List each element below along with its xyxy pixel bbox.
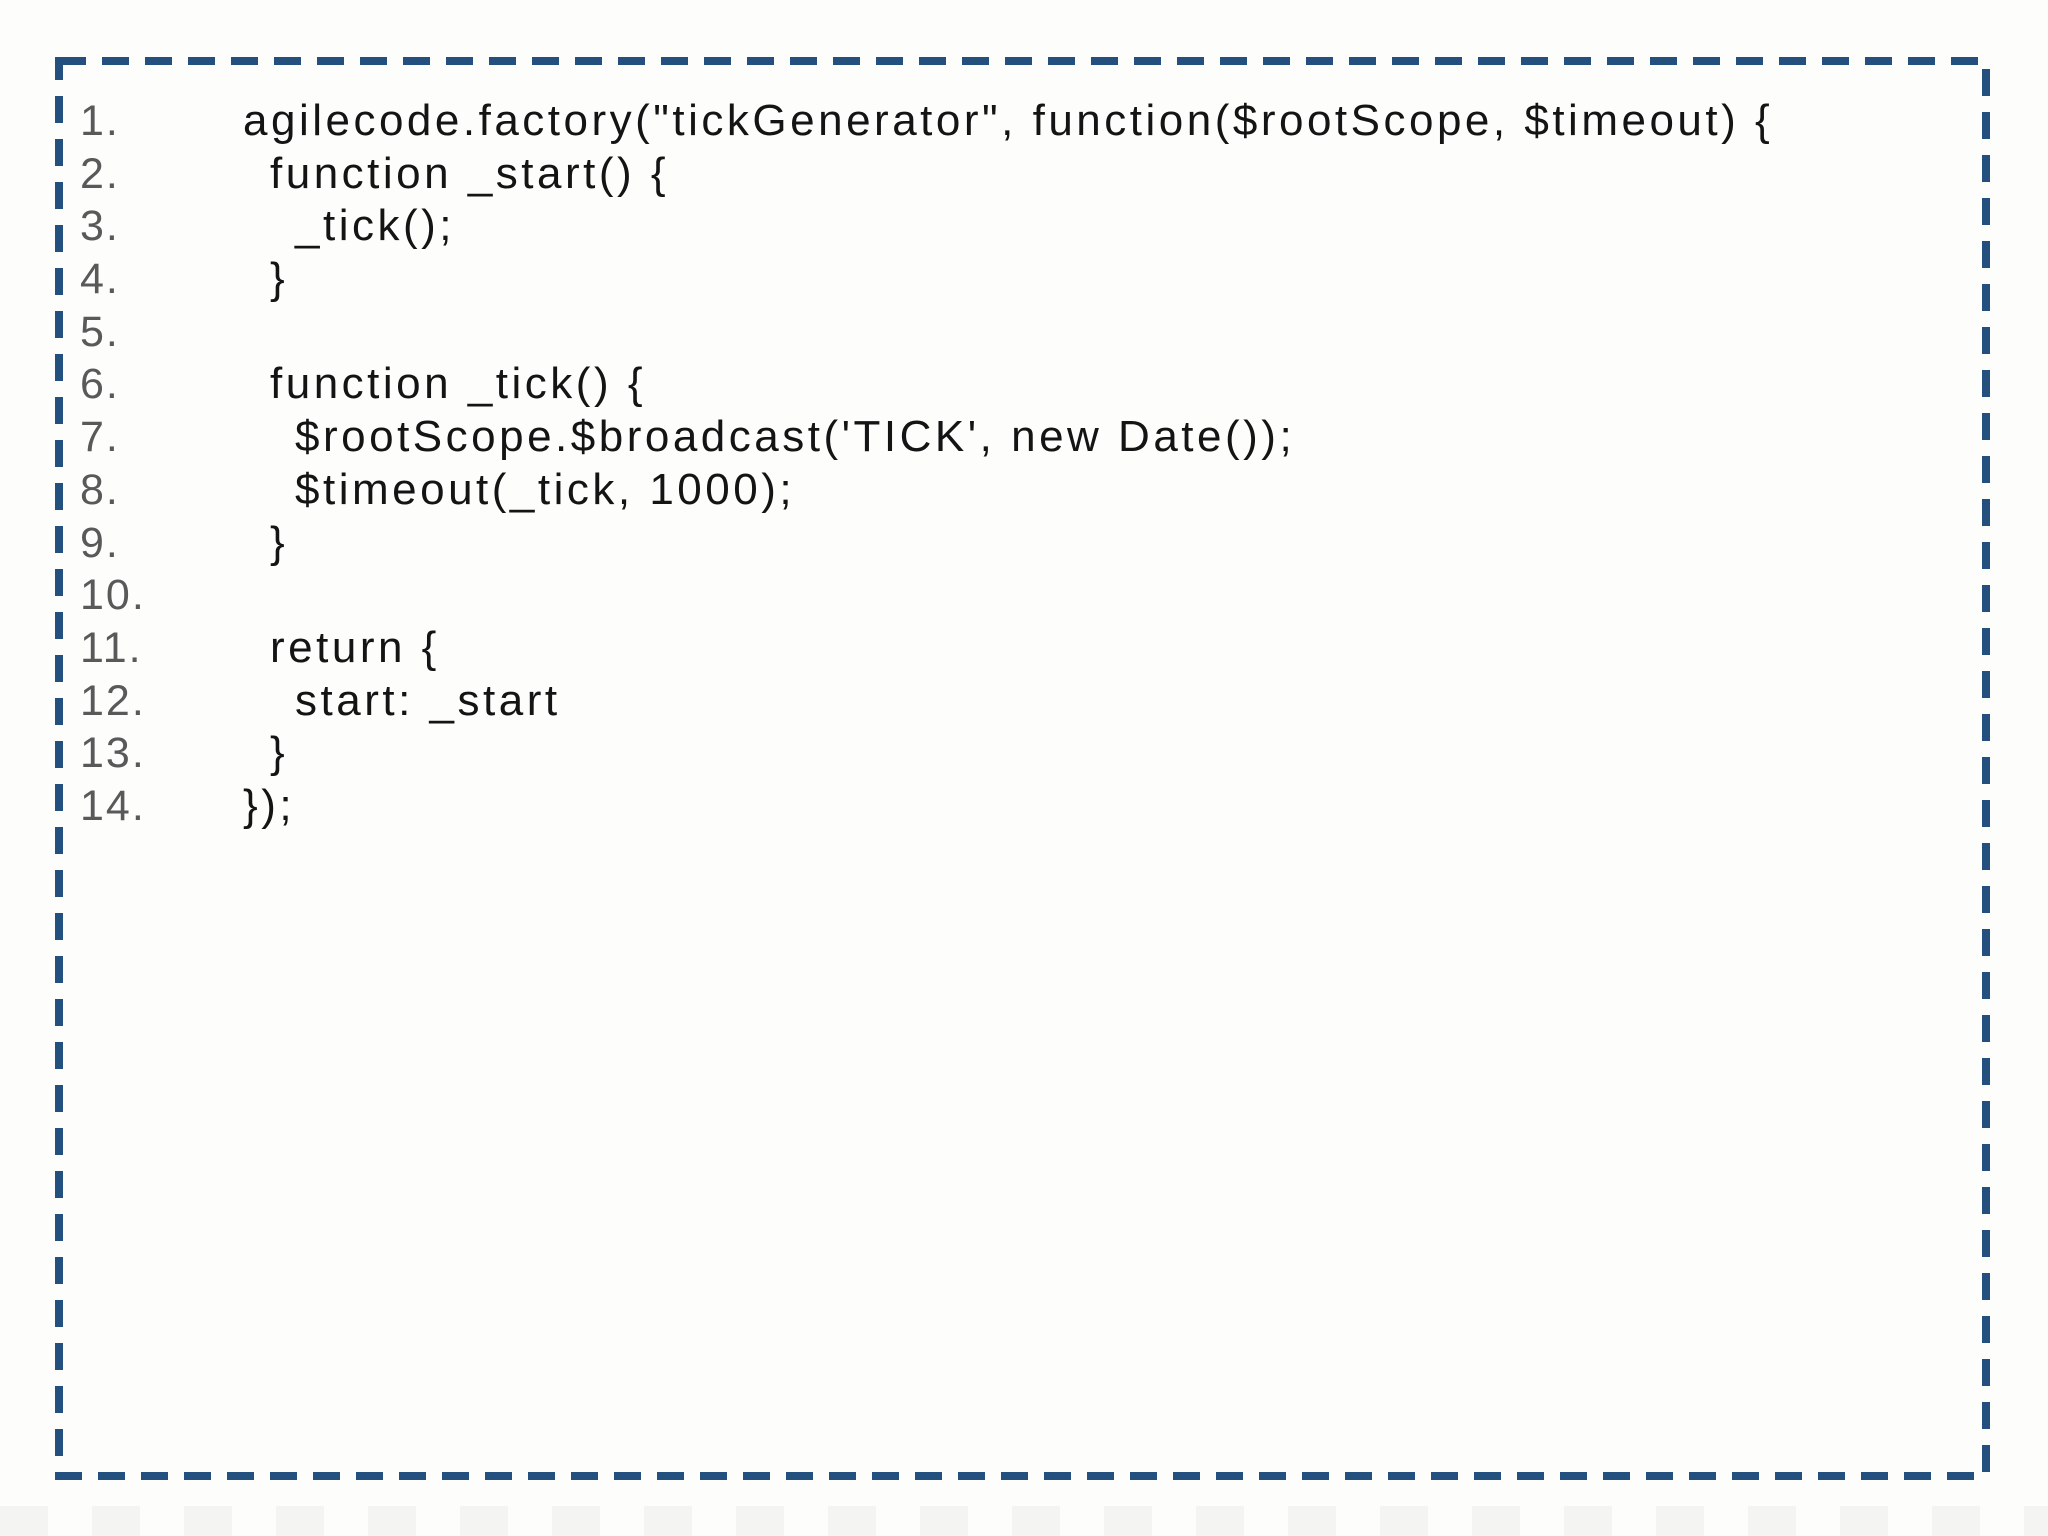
- line-number: 4.: [80, 255, 120, 304]
- code-line: 12. start: _start: [80, 675, 1960, 728]
- code-line: 11. return {: [80, 622, 1960, 675]
- line-number: 3.: [80, 202, 120, 251]
- line-number: 12.: [80, 676, 146, 725]
- code-line: 5.: [80, 306, 1960, 359]
- code-text: }: [270, 728, 289, 778]
- code-text: start: _start: [295, 675, 561, 725]
- code-text: function _tick() {: [270, 359, 647, 409]
- code-text: });: [243, 780, 296, 830]
- code-line: 1. agilecode.factory("tickGenerator", fun…: [80, 95, 1960, 148]
- code-text: _tick();: [295, 201, 455, 251]
- line-number: 13.: [80, 729, 146, 778]
- code-line: 10.: [80, 569, 1960, 622]
- code-line: 9.}: [80, 517, 1960, 570]
- code-line: 13.}: [80, 727, 1960, 780]
- code-line: 8. $timeout(_tick, 1000);: [80, 464, 1960, 517]
- code-list: 1. agilecode.factory("tickGenerator", fun…: [80, 95, 1960, 833]
- code-line: 2. function _start() {: [80, 148, 1960, 201]
- code-line: 14.});: [80, 780, 1960, 833]
- line-number: 2.: [80, 149, 120, 198]
- line-number: 5.: [80, 307, 120, 356]
- line-number: 11.: [80, 623, 143, 672]
- code-text: function _start() {: [270, 148, 670, 198]
- code-line: 6. function _tick() {: [80, 358, 1960, 411]
- line-number: 10.: [80, 571, 146, 620]
- code-text: $timeout(_tick, 1000);: [295, 464, 796, 514]
- code-line: 7. $rootScope.$broadcast('TICK', new Date…: [80, 411, 1960, 464]
- line-number: 6.: [80, 360, 120, 409]
- line-number: 7.: [80, 413, 120, 462]
- bottom-artifact-strip: [0, 1506, 2048, 1536]
- code-text: }: [270, 517, 289, 567]
- code-line: 4.}: [80, 253, 1960, 306]
- code-line: 3. _tick();: [80, 200, 1960, 253]
- code-text: agilecode.factory("tickGenerator", funct…: [243, 96, 1774, 145]
- line-number: 8.: [80, 465, 120, 514]
- line-number: 14.: [80, 781, 146, 830]
- code-text: return {: [270, 622, 440, 672]
- line-number: 9.: [80, 518, 120, 567]
- code-text: }: [270, 254, 289, 304]
- line-number: 1.: [80, 97, 120, 145]
- code-text: $rootScope.$broadcast('TICK', new Date()…: [295, 412, 1296, 462]
